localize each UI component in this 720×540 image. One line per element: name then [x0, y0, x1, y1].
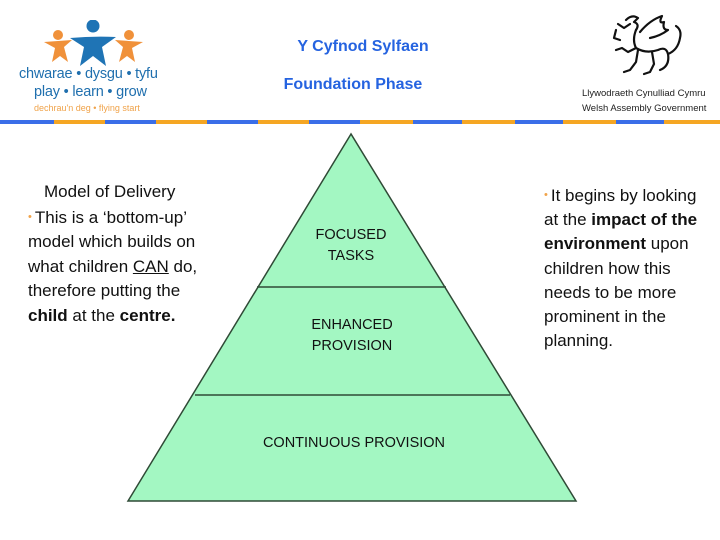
right-description: •It begins by looking at the impact of t…: [544, 183, 714, 353]
logo-tagline-welsh: chwarae • dysgu • tyfu: [19, 66, 158, 82]
title-english: Foundation Phase: [283, 76, 423, 93]
tier-focused-tasks: FOCUSED TASKS: [291, 225, 411, 267]
children-figures-icon: [44, 20, 143, 66]
bullet-paragraph: •This is a ‘bottom-up’ model which build…: [28, 205, 218, 329]
emphasis-underline: CAN: [132, 256, 169, 276]
title-welsh: Y Cyfnod Sylfaen: [297, 38, 429, 55]
text-run: This is a ‘bottom-up’ model which builds…: [28, 207, 196, 276]
text-run: at the: [67, 305, 120, 325]
emphasis-bold: impact of the environment: [544, 210, 698, 254]
welsh-dragon-icon: [612, 14, 682, 76]
section-heading: Model of Delivery: [44, 182, 176, 201]
tier-label-line: ENHANCED: [311, 317, 393, 333]
emphasis-bold: centre: [119, 305, 171, 325]
flying-start-logo: chwarae • dysgu • tyfu play • learn • gr…: [14, 20, 174, 115]
emphasis-bold: child: [28, 305, 68, 325]
bullet-icon: •: [544, 189, 548, 201]
tier-label-line: PROVISION: [311, 338, 393, 354]
tier-continuous-provision: CONTINUOUS PROVISION: [212, 433, 496, 454]
header-divider-stripe: [0, 120, 720, 124]
left-description: Model of Delivery •This is a ‘bottom-up’…: [28, 180, 218, 328]
logo-subtitle: dechrau'n deg • flying start: [34, 103, 140, 113]
logo-text-welsh: Llywodraeth Cynulliad Cymru: [582, 88, 706, 99]
tier-label-line: FOCUSED: [315, 227, 387, 243]
text-run: It begins by looking at the: [544, 186, 697, 230]
bullet-icon: •: [28, 210, 32, 223]
tier-enhanced-provision: ENHANCED PROVISION: [272, 315, 432, 357]
text-run: .: [170, 305, 176, 325]
tier-label-line: CONTINUOUS PROVISION: [262, 435, 446, 451]
text-run: upon children how this needs to be more …: [544, 234, 689, 351]
tier-label-line: TASKS: [327, 248, 375, 264]
welsh-assembly-logo: Llywodraeth Cynulliad Cymru Welsh Assemb…: [570, 8, 720, 114]
text-run: do, therefore putting the: [28, 256, 198, 301]
logo-text-english: Welsh Assembly Government: [582, 103, 707, 114]
logo-tagline-english: play • learn • grow: [34, 84, 147, 100]
